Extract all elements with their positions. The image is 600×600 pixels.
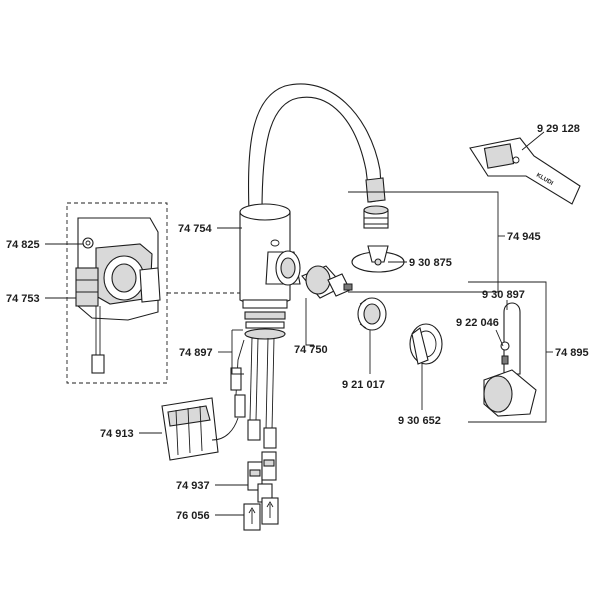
label-929128: 9 29 128 bbox=[537, 123, 580, 135]
leader-lines bbox=[45, 131, 545, 516]
label-74937: 74 937 bbox=[176, 480, 210, 492]
label-74945: 74 945 bbox=[507, 231, 541, 243]
part-74750-cartridge bbox=[301, 265, 353, 299]
label-76056: 76 056 bbox=[176, 510, 210, 522]
label-930652: 9 30 652 bbox=[398, 415, 441, 427]
label-74825: 74 825 bbox=[6, 239, 40, 251]
label-74895: 74 895 bbox=[555, 347, 589, 359]
faucet-body bbox=[230, 83, 386, 449]
label-74913: 74 913 bbox=[100, 428, 134, 440]
part-921017-nut bbox=[357, 297, 387, 331]
label-930897: 9 30 897 bbox=[482, 289, 525, 301]
label-74750: 74 750 bbox=[294, 344, 328, 356]
part-74945-aerator bbox=[348, 191, 505, 293]
part-labels: 74 825 74 753 74 754 74 897 74 913 74 93… bbox=[6, 123, 589, 522]
part-76056-valves bbox=[243, 497, 279, 531]
label-921017: 9 21 017 bbox=[342, 379, 385, 391]
label-74897: 74 897 bbox=[179, 347, 213, 359]
part-929128-wrench: KLUDI bbox=[469, 137, 581, 205]
part-74937-connectors bbox=[247, 451, 277, 503]
part-930652-sleeve bbox=[409, 323, 443, 365]
label-74754: 74 754 bbox=[178, 223, 213, 235]
part-74895-handle bbox=[468, 281, 553, 423]
detail-box bbox=[66, 202, 244, 384]
label-74753: 74 753 bbox=[6, 293, 40, 305]
label-922046: 9 22 046 bbox=[456, 317, 499, 329]
part-74913-sensor-box bbox=[161, 397, 239, 461]
label-930875: 9 30 875 bbox=[409, 257, 452, 269]
